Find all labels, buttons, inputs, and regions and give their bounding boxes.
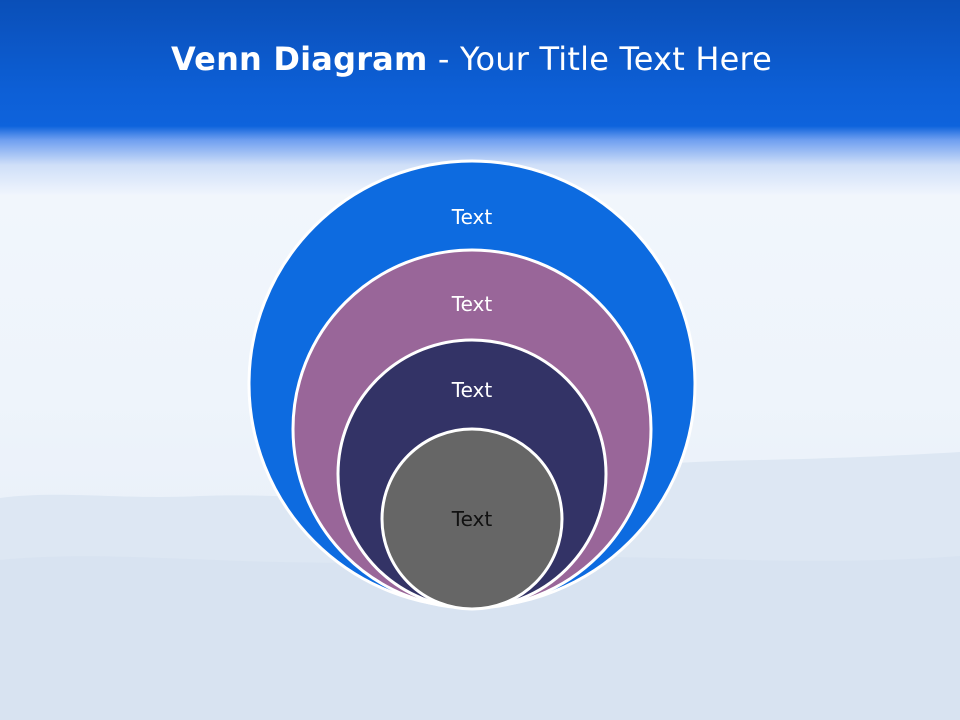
circle-3-label: Text — [451, 378, 493, 402]
circle-4-label: Text — [451, 507, 493, 531]
circle-2-label: Text — [451, 292, 493, 316]
circle-4[interactable]: Text — [380, 427, 564, 611]
circle-4-shape — [380, 427, 564, 611]
title-rest: - Your Title Text Here — [427, 40, 773, 78]
title-bold: Venn Diagram — [170, 40, 428, 78]
page-title: Venn Diagram - Your Title Text Here — [0, 40, 943, 78]
hill-shape-lower — [0, 556, 960, 720]
circle-1-label: Text — [451, 205, 493, 229]
